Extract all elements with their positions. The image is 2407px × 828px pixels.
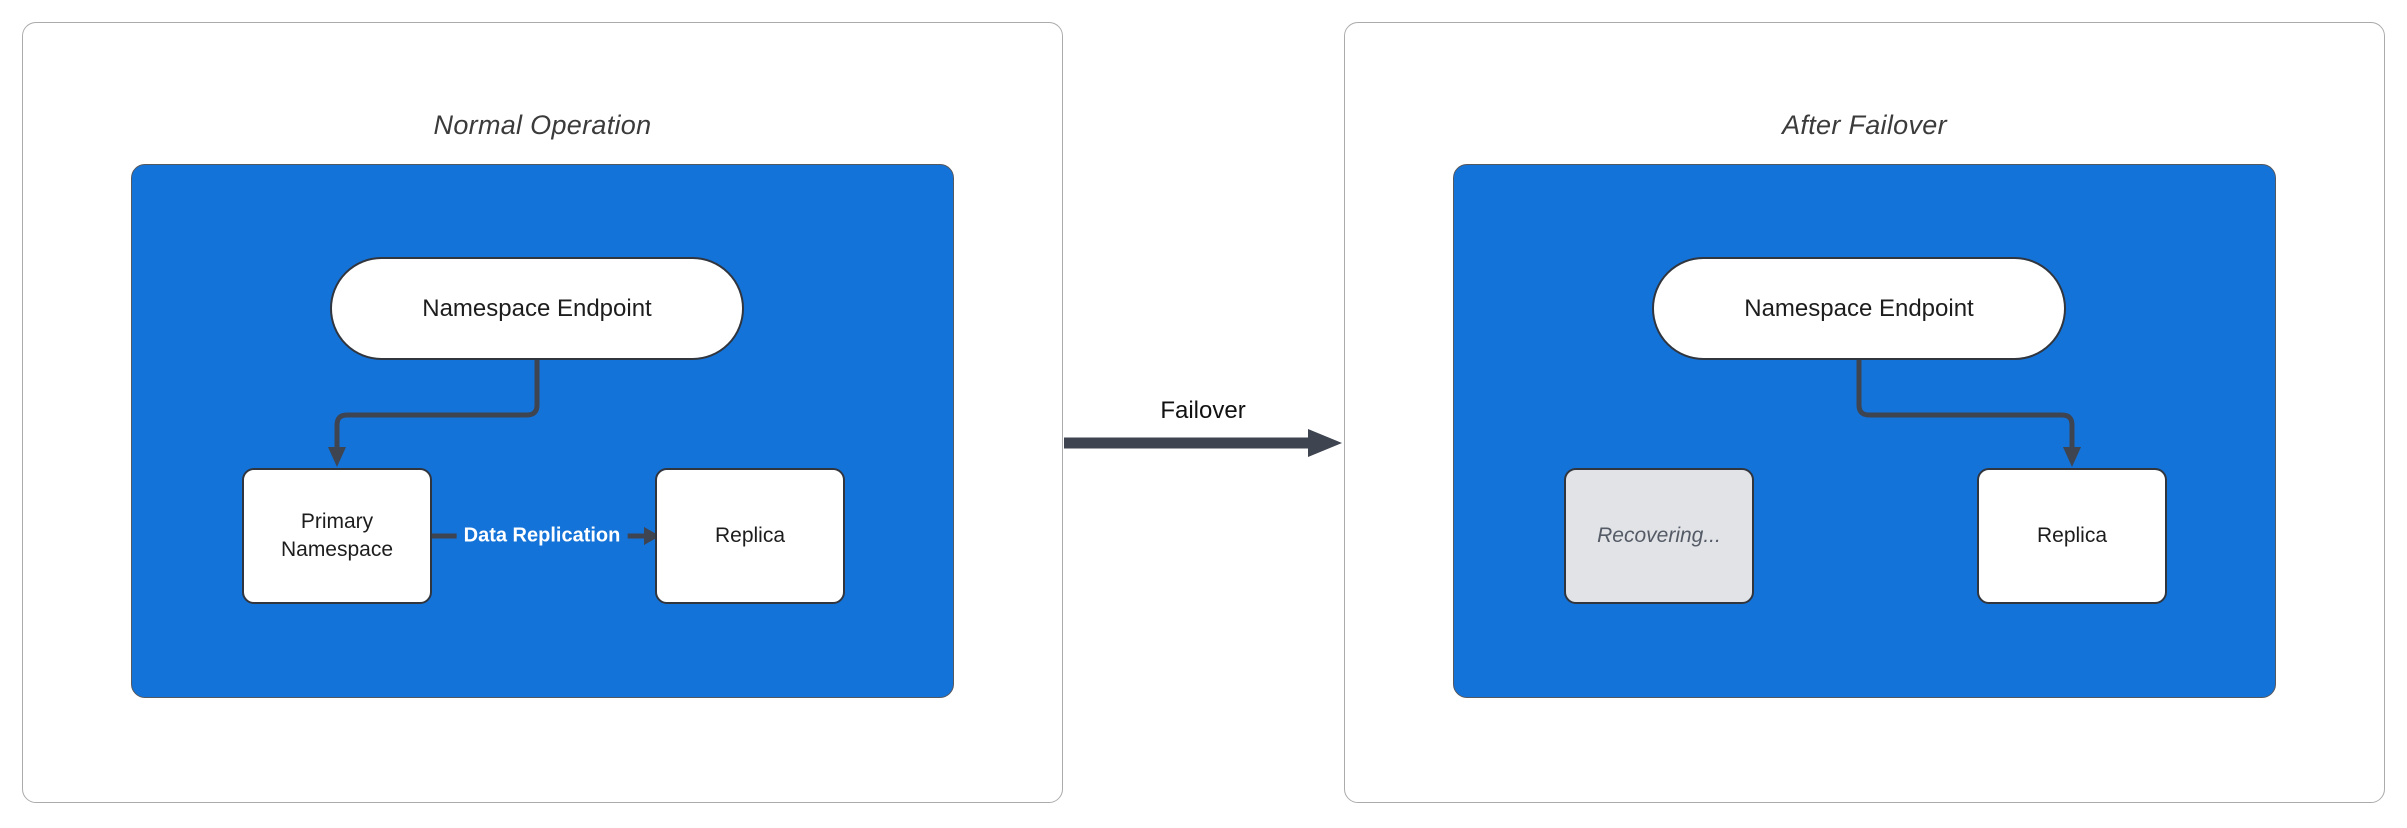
right-arrowhead-icon xyxy=(644,527,660,545)
failover-arrow xyxy=(1064,429,1342,457)
node-primary-namespace: Primary Namespace xyxy=(242,468,432,604)
node-replica-failover: Replica xyxy=(1977,468,2167,604)
panel-title-normal-operation: Normal Operation xyxy=(433,110,652,140)
node-namespace-endpoint: Namespace Endpoint xyxy=(330,257,744,360)
node-namespace-endpoint: Namespace Endpoint xyxy=(1652,257,2066,360)
panel-title-after-failover: After Failover xyxy=(1782,110,1947,140)
node-label: Replica xyxy=(2036,523,2108,547)
node-label: Primary Namespace xyxy=(280,509,394,561)
node-replica-normal: Replica xyxy=(655,468,845,604)
panel-after-failover: After Failover Namespace Endpoint Recove… xyxy=(1344,22,2385,803)
node-label: Recovering... xyxy=(1597,523,1721,547)
node-label: Replica xyxy=(714,523,786,547)
failover-label: Failover xyxy=(1160,397,1246,424)
cluster-region-failover: Namespace Endpoint Recovering... Replica xyxy=(1453,164,2276,698)
down-arrowhead-icon xyxy=(2063,447,2081,467)
node-label: Namespace Endpoint xyxy=(1744,294,1974,322)
endpoint-to-primary-connector xyxy=(334,360,540,449)
connector-layer xyxy=(1856,360,2081,467)
node-label: Namespace Endpoint xyxy=(422,294,652,322)
failover-arrowhead-icon xyxy=(1308,429,1342,457)
panel-normal-operation: Normal Operation Namespace Endpoint Prim… xyxy=(22,22,1063,803)
connector-layer xyxy=(328,360,660,545)
down-arrowhead-icon xyxy=(328,447,346,467)
cluster-region-normal: Namespace Endpoint Primary Namespace Rep… xyxy=(131,164,954,698)
replication-edge-label: Data Replication xyxy=(456,522,628,550)
endpoint-to-replica-connector xyxy=(1856,360,2075,449)
node-recovering: Recovering... xyxy=(1564,468,1754,604)
